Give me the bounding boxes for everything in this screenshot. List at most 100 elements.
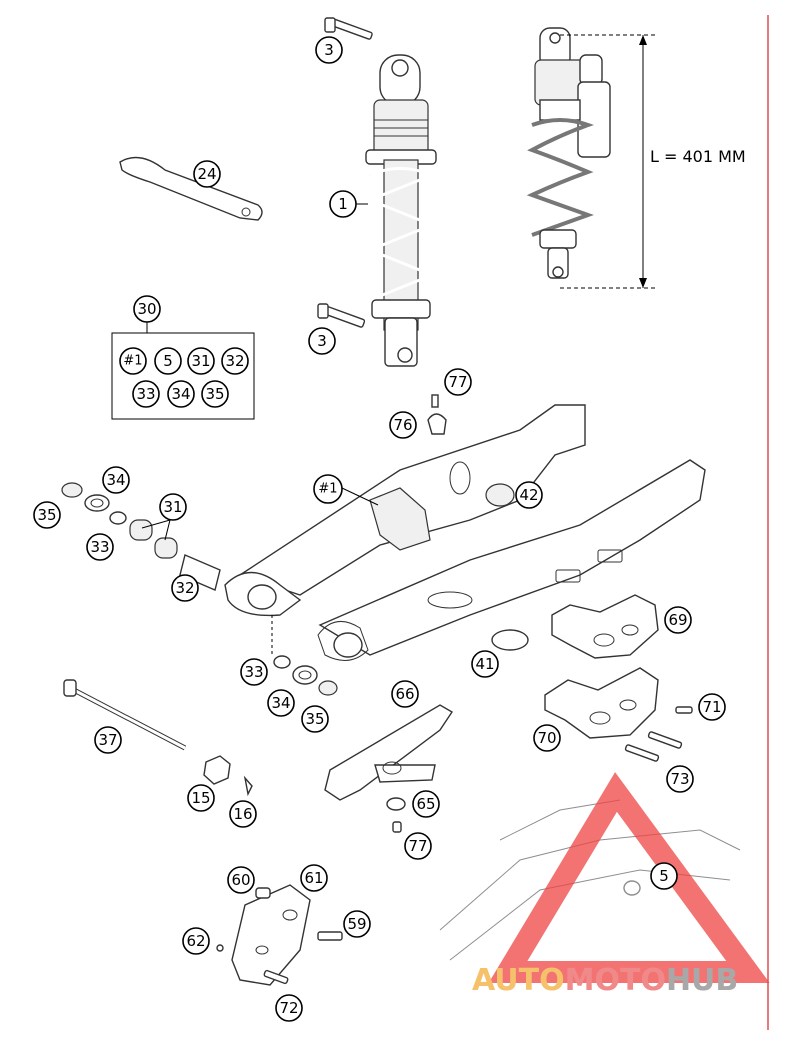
kit-item-31: 31 — [187, 347, 215, 375]
guide-bolts — [624, 706, 693, 762]
svg-text:33: 33 — [90, 538, 109, 556]
callout-5: 5 — [650, 862, 678, 890]
svg-text:71: 71 — [702, 698, 721, 716]
svg-text:77: 77 — [408, 837, 427, 855]
watermark-text: AUTOMOTOHUB — [472, 963, 738, 998]
svg-text:34: 34 — [271, 694, 290, 712]
callout-35-upper: 35 — [33, 501, 61, 529]
chain-slider — [324, 704, 453, 833]
svg-text:60: 60 — [231, 871, 250, 889]
hose-clip — [427, 394, 447, 435]
svg-text:31: 31 — [191, 352, 210, 370]
length-dimension: L = 401 MM — [560, 34, 746, 289]
callout-30: 30 — [133, 295, 161, 323]
svg-text:34: 34 — [106, 471, 125, 489]
callout-1: 1 — [329, 190, 357, 218]
svg-text:37: 37 — [98, 731, 117, 749]
bracket-bolt — [317, 931, 343, 941]
pivot-bushings-upper — [61, 482, 221, 591]
pivot-bushings-lower — [271, 615, 338, 696]
watermark-triangle — [488, 772, 770, 983]
chain-guide-lower — [544, 667, 659, 739]
kit-item-33: 33 — [132, 380, 160, 408]
callout-24: 24 — [193, 160, 221, 188]
callout-62: 62 — [182, 927, 210, 955]
callout-32: 32 — [171, 574, 199, 602]
protector-part — [491, 629, 529, 651]
spacer-part — [255, 887, 271, 899]
callout-65: 65 — [412, 790, 440, 818]
svg-text:3: 3 — [317, 332, 327, 350]
svg-text:66: 66 — [395, 685, 414, 703]
callout-42: 42 — [515, 481, 543, 509]
svg-text:59: 59 — [347, 915, 366, 933]
svg-text:5: 5 — [163, 352, 173, 370]
svg-text:69: 69 — [668, 611, 687, 629]
svg-text:33: 33 — [244, 663, 263, 681]
svg-text:16: 16 — [233, 805, 252, 823]
callout-34-lower: 34 — [267, 689, 295, 717]
callout-66: 66 — [391, 680, 419, 708]
swingarm — [224, 404, 706, 661]
kit-item-32: 32 — [221, 347, 249, 375]
chain-guide-bracket — [231, 884, 311, 986]
svg-text:42: 42 — [519, 486, 538, 504]
svg-text:#1: #1 — [123, 354, 142, 369]
callout-hash1: #1 — [313, 474, 343, 504]
callout-76: 76 — [389, 411, 417, 439]
svg-text:33: 33 — [136, 385, 155, 403]
callout-41: 41 — [471, 650, 499, 678]
callout-60: 60 — [227, 866, 255, 894]
svg-text:41: 41 — [475, 655, 494, 673]
callout-34-upper: 34 — [102, 466, 130, 494]
svg-text:30: 30 — [137, 300, 156, 318]
kit-item-hash1: #1 — [119, 347, 147, 375]
lower-bolt — [263, 969, 289, 985]
svg-text:15: 15 — [191, 789, 210, 807]
callout-35-lower: 35 — [301, 705, 329, 733]
bearing-kit-box — [111, 332, 255, 420]
svg-text:65: 65 — [416, 795, 435, 813]
callout-16: 16 — [229, 800, 257, 828]
callout-77-bottom: 77 — [404, 832, 432, 860]
kit-item-34: 34 — [167, 380, 195, 408]
svg-text:61: 61 — [304, 869, 323, 887]
callout-77-top: 77 — [444, 368, 472, 396]
svg-text:32: 32 — [225, 352, 244, 370]
callout-73: 73 — [666, 765, 694, 793]
svg-text:#1: #1 — [318, 482, 337, 497]
kit-item-5: 5 — [154, 347, 182, 375]
small-rivet — [216, 944, 224, 952]
svg-text:76: 76 — [393, 416, 412, 434]
svg-text:62: 62 — [186, 932, 205, 950]
leader-lines — [141, 203, 379, 541]
callout-72: 72 — [275, 994, 303, 1022]
bolt-top — [324, 17, 373, 40]
callout-33-upper: 33 — [86, 533, 114, 561]
callout-71: 71 — [698, 693, 726, 721]
callout-70: 70 — [533, 724, 561, 752]
axle-nut — [203, 755, 253, 797]
callout-37: 37 — [94, 726, 122, 754]
shock-dimension-drawing — [526, 27, 611, 279]
length-dimension-label: L = 401 MM — [650, 147, 746, 166]
callout-3-top: 3 — [315, 36, 343, 64]
callout-15: 15 — [187, 784, 215, 812]
callout-33-lower: 33 — [240, 658, 268, 686]
svg-text:32: 32 — [175, 579, 194, 597]
svg-text:77: 77 — [448, 373, 467, 391]
callout-31: 31 — [159, 493, 187, 521]
callout-59: 59 — [343, 910, 371, 938]
watermark-logo: AUTOMOTOHUB — [472, 772, 770, 998]
chain-guide-upper — [551, 594, 659, 659]
svg-text:35: 35 — [305, 710, 324, 728]
svg-text:24: 24 — [197, 165, 216, 183]
ring-part — [485, 483, 515, 507]
svg-text:72: 72 — [279, 999, 298, 1017]
svg-text:5: 5 — [659, 867, 669, 885]
callout-3-bottom: 3 — [308, 327, 336, 355]
svg-text:1: 1 — [338, 195, 348, 213]
svg-text:31: 31 — [163, 498, 182, 516]
bolt-bottom — [317, 303, 366, 328]
